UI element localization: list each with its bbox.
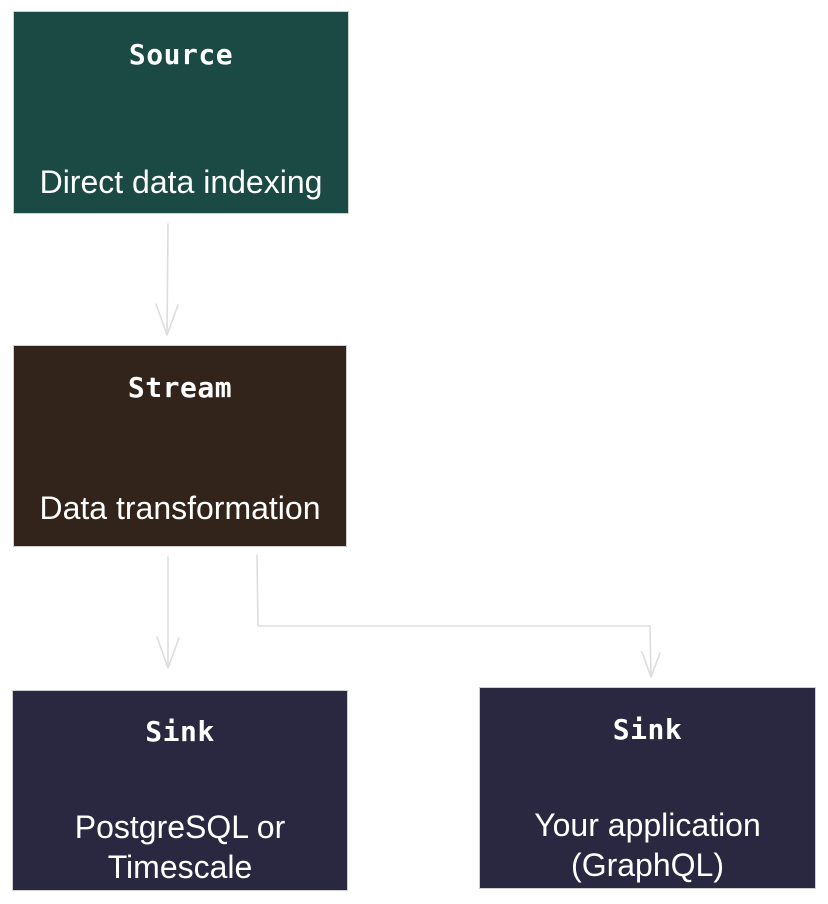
sink-database-title: Sink (145, 715, 215, 748)
source-description: Direct data indexing (14, 162, 348, 202)
stream-node: Stream Data transformation (13, 345, 347, 547)
stream-title: Stream (127, 371, 233, 404)
stream-description-line: Data transformation (39, 490, 321, 526)
sink-application-description: Your application (GraphQL) (480, 805, 815, 885)
sink-application-title: Sink (612, 713, 683, 746)
arrow-stream-to-sink-app (256, 554, 652, 677)
sink-application-description-line-1: Your application (534, 807, 761, 843)
arrow-source-to-stream (166, 223, 169, 335)
source-description-line: Direct data indexing (39, 164, 323, 200)
sink-database-description-line-2: Timescale (107, 849, 253, 885)
arrowhead-stream-to-sink-app (641, 651, 661, 678)
sink-application-description-line-2: (GraphQL) (571, 847, 724, 883)
arrowhead-source-to-stream (155, 303, 179, 336)
source-node: Source Direct data indexing (13, 11, 349, 214)
arrowhead-stream-to-sink-db (156, 636, 180, 669)
stream-description: Data transformation (14, 488, 346, 528)
sink-database-description-line-1: PostgreSQL or (74, 809, 286, 845)
sink-application-node: Sink Your application (GraphQL) (479, 687, 816, 889)
sink-database-description: PostgreSQL or Timescale (13, 807, 347, 887)
sink-database-node: Sink PostgreSQL or Timescale (12, 690, 348, 891)
source-title: Source (128, 38, 234, 71)
